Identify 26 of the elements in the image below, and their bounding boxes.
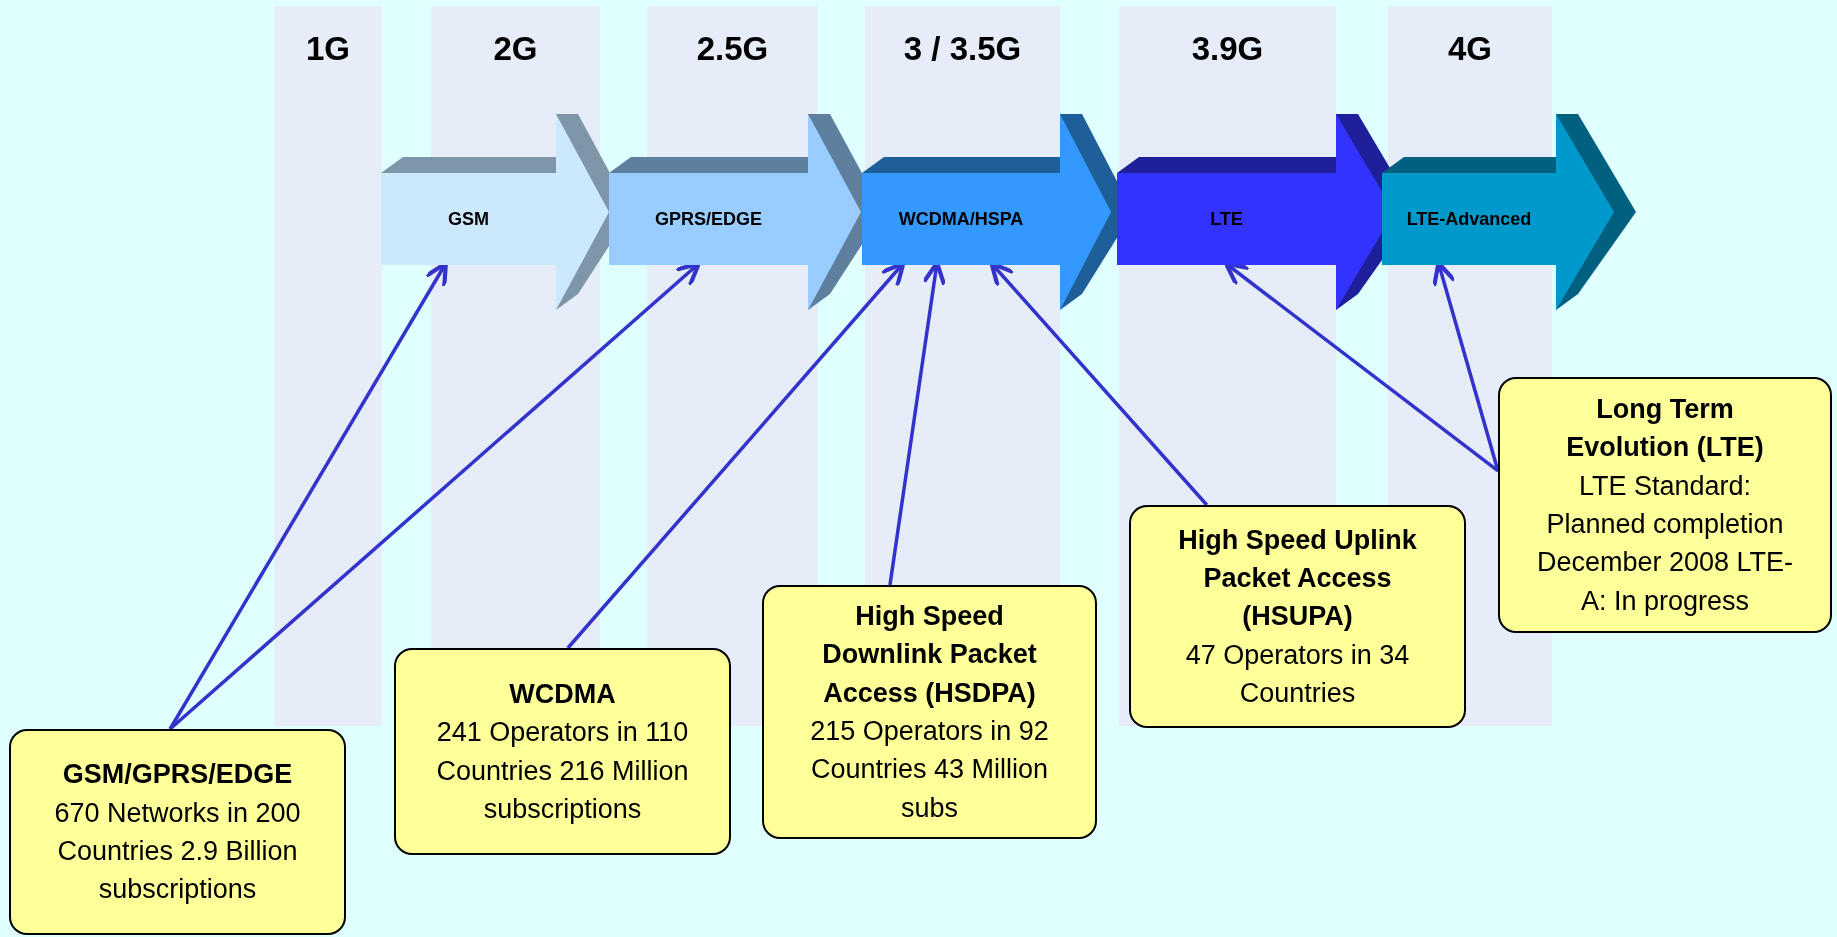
technology-label: GPRS/EDGE: [654, 207, 763, 231]
callout-text: 215 Operators in 92 Countries 43 Million subs: [809, 715, 1050, 825]
callout-box: [9, 729, 346, 935]
generation-label: 2G: [492, 30, 539, 68]
generation-label: 1G: [305, 30, 351, 68]
callout-text: 670 Networks in 200 Countries 2.9 Billion subscriptions: [53, 796, 302, 907]
callout-heading: Long Term Evolution (LTE): [1565, 393, 1765, 465]
generation-label: 4G: [1447, 30, 1493, 68]
callout-box: [394, 648, 731, 855]
generation-label: 3 / 3.5G: [902, 30, 1023, 68]
technology-label: WCDMA/HSPA: [897, 207, 1025, 231]
callout-heading: High Speed Uplink Packet Access (HSUPA): [1177, 523, 1418, 634]
technology-label: LTE-Advanced: [1405, 207, 1533, 231]
generation-label: 3.9G: [1190, 30, 1265, 68]
callout-box: [1129, 505, 1466, 728]
callout-text: LTE Standard: Planned completion December 2008 LTE-A: In progress: [1535, 469, 1795, 618]
technology-label: LTE: [1209, 207, 1244, 231]
callout-text: 241 Operators in 110 Countries 216 Million subscriptions: [435, 716, 690, 826]
callout-heading: WCDMA: [509, 677, 616, 711]
technology-label: GSM: [447, 207, 490, 231]
callout-text: 47 Operators in 34 Countries: [1184, 638, 1411, 710]
generation-label: 2.5G: [695, 30, 770, 68]
callout-heading: High Speed Downlink Packet Access (HSDPA): [821, 600, 1038, 710]
callout-heading: GSM/GPRS/EDGE: [62, 758, 293, 792]
callout-box: [762, 585, 1097, 839]
callout-box: [1498, 377, 1832, 633]
